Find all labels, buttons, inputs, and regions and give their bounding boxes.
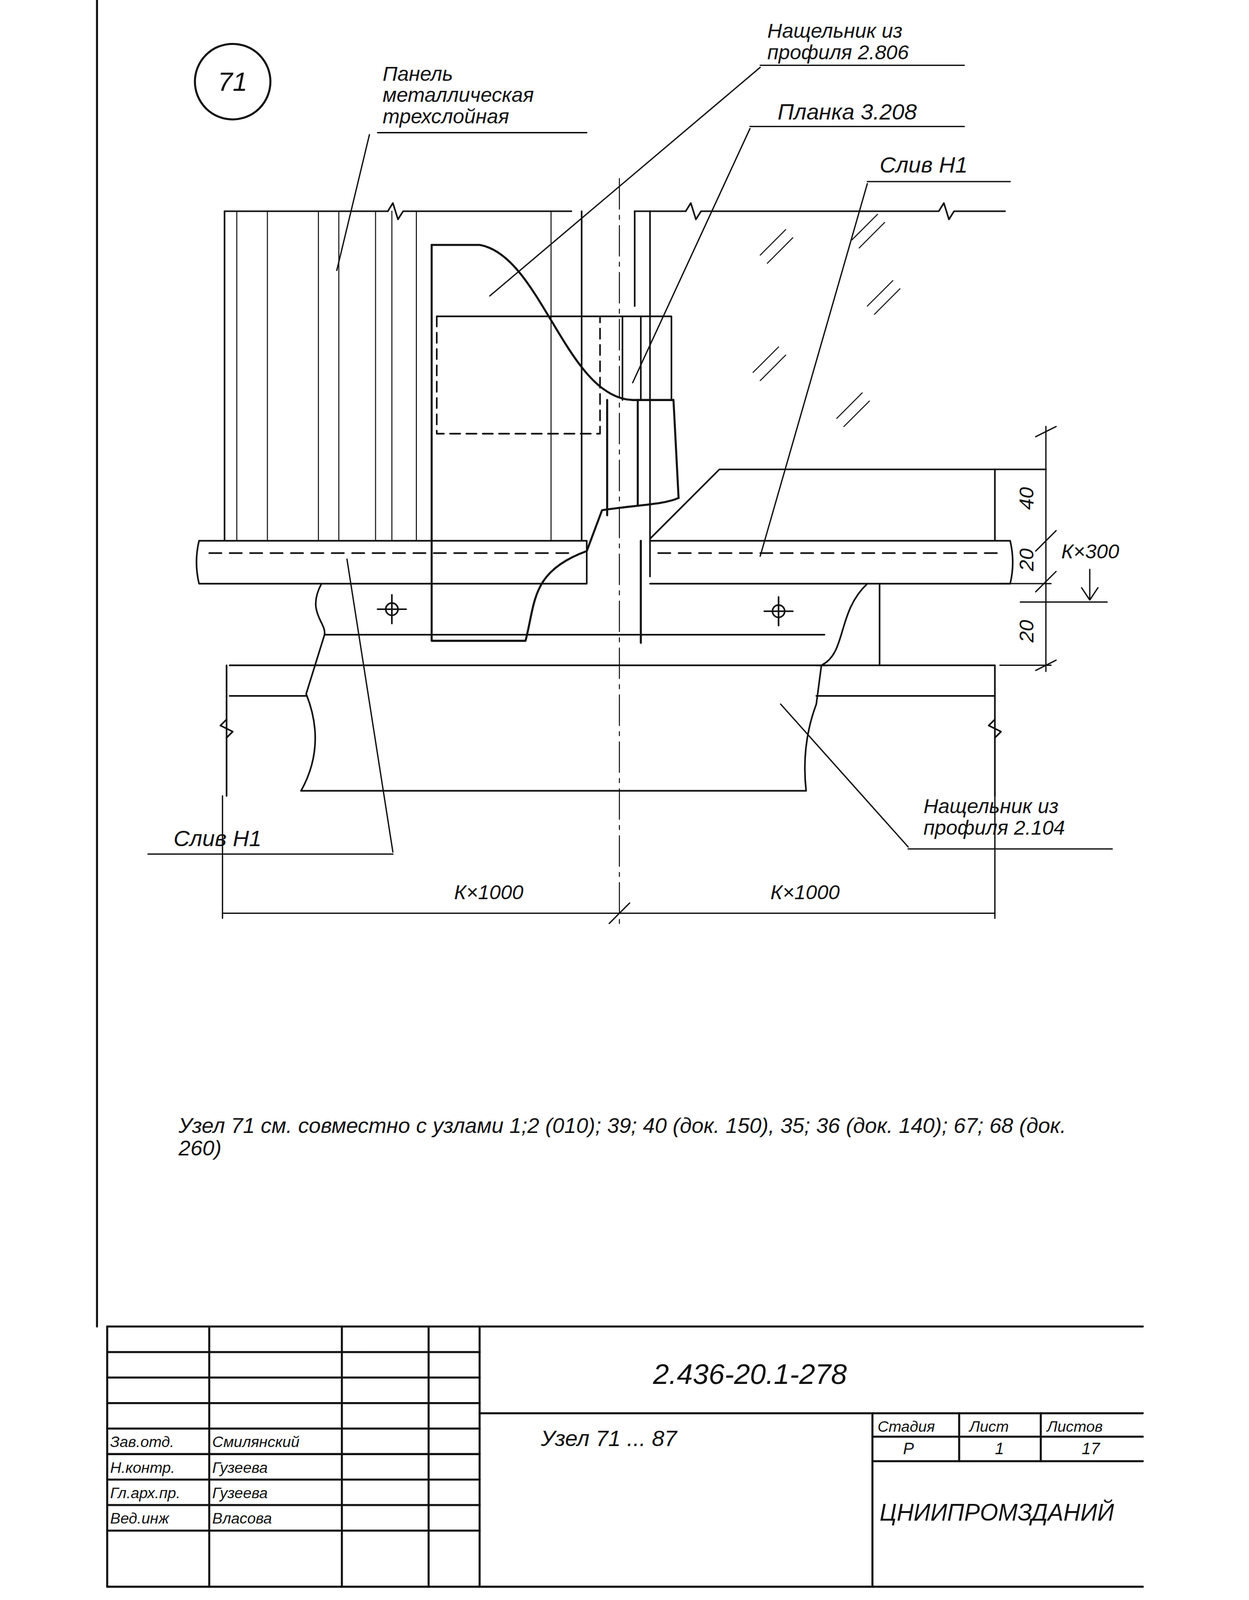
- callout-number: 71: [217, 65, 248, 98]
- part-label: Планка 3.208: [777, 99, 917, 124]
- three-layer-panel: [224, 203, 582, 542]
- leader-line: [148, 65, 1113, 855]
- dimension-text: 40: [1015, 487, 1038, 510]
- fastener-symbol: [377, 594, 793, 626]
- part-label: Нащельник из профиля 2.104: [923, 795, 1123, 839]
- callout-circle: 71: [194, 43, 272, 121]
- dimension-text: 20: [1015, 619, 1038, 643]
- table-cell: Власова: [212, 1510, 272, 1527]
- dimension-text: К×1000: [454, 881, 524, 903]
- title-block: [107, 1326, 1143, 1587]
- table-cell: 17: [1081, 1440, 1100, 1458]
- table-cell: Стадия: [877, 1418, 935, 1435]
- sheet-title: Узел 71 ... 87: [540, 1426, 677, 1450]
- sheet-frame: [97, 0, 1143, 1587]
- organization-name: ЦНИИПРОМЗДАНИЙ: [879, 1499, 1114, 1525]
- part-label: Нащельник из профиля 2.806: [767, 20, 967, 64]
- document-code: 2.436-20.1-278: [652, 1359, 847, 1390]
- dimension-text: К×1000: [770, 881, 840, 903]
- table-cell: Н.контр.: [110, 1459, 176, 1476]
- table-cell: Вед.инж: [110, 1510, 170, 1527]
- note-text: Узел 71 см. совместно с узлами 1;2 (010)…: [178, 1114, 1077, 1160]
- part-label: Слив Н1: [173, 826, 262, 850]
- table-cell: Лист: [969, 1418, 1009, 1435]
- dimension-text: 20: [1015, 548, 1038, 571]
- table-cell: Гузеева: [212, 1484, 268, 1501]
- table-cell: Р: [902, 1440, 914, 1458]
- part-label: Панель металлическая трехслойная: [382, 63, 562, 128]
- center-axis: [619, 178, 620, 924]
- table-cell: Зав.отд.: [110, 1433, 175, 1450]
- dimension-text: К×300: [1061, 540, 1119, 563]
- table-cell: Гузеева: [212, 1459, 268, 1476]
- table-cell: Смилянский: [212, 1433, 300, 1450]
- part-label: Слив Н1: [879, 152, 968, 177]
- cover-strip: [431, 244, 679, 643]
- table-cell: Гл.арх.пр.: [110, 1484, 181, 1501]
- table-cell: 1: [994, 1440, 1004, 1458]
- lower-cover-strip: [220, 583, 1001, 796]
- sill-flashing: [196, 469, 1046, 584]
- table-cell: Листов: [1046, 1418, 1103, 1435]
